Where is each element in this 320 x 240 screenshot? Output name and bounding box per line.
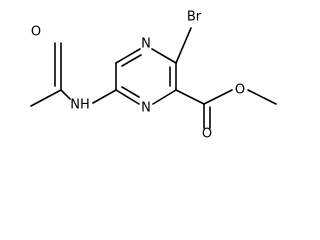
bond-n-top-c3 [151,48,177,64]
molecule-structure: N N Br O NH O O [30,10,277,139]
atom-o-acetyl: O [31,25,41,40]
atom-n-ring-top: N [141,37,151,52]
bond-c-ester-o-ether [203,89,233,105]
bond-c2-n-bottom [152,89,177,105]
atom-bromine: Br [187,10,202,25]
bond-c2-c-ester [175,89,205,105]
bond-c6-n-top [115,48,141,64]
atom-o-carbonyl: O [202,127,212,139]
atom-n-ring-bottom: N [141,101,151,116]
bond-c-acetyl-methyl [30,89,62,107]
bond-c6-n-top-inner [121,54,142,67]
atom-o-ester: O [235,83,245,98]
bond-c3-br [175,27,192,64]
bond-n-bottom-c5 [115,89,140,105]
bond-c5-nh [92,89,117,104]
bond-n-bottom-c5-inner [121,86,140,98]
bond-nh-c-acetyl [60,89,71,100]
bond-o-ether-methyl [247,89,277,105]
atom-nh: NH [70,98,90,113]
